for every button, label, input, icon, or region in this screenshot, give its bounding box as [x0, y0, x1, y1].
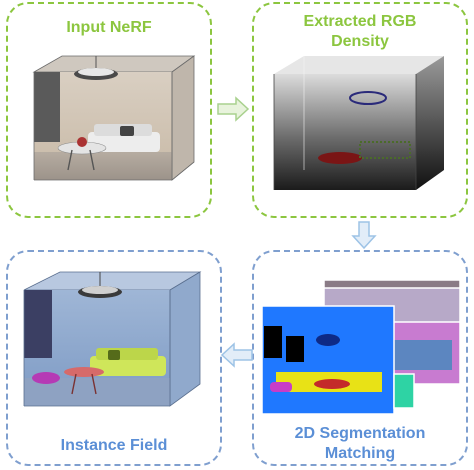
room-cube-rgb [32, 55, 196, 181]
panel-title-segmentation-line2: Matching [324, 445, 396, 462]
density-cube [273, 56, 444, 190]
arrow-right-icon [217, 96, 250, 122]
arrow-left-icon [220, 342, 253, 368]
panel-title-extracted-rgb-line2: Density [331, 33, 389, 50]
panel-title-segmentation-line1: 2D Segmentation [294, 425, 426, 442]
panel-title-extracted-rgb-line1: Extracted RGB [303, 13, 417, 30]
panel-title-instance-field: Instance Field [60, 437, 168, 454]
arrow-down-icon [351, 221, 377, 250]
room-cube-instance [23, 271, 202, 407]
segmentation-stack [261, 279, 461, 415]
panel-title-input-nerf: Input NeRF [66, 19, 152, 36]
